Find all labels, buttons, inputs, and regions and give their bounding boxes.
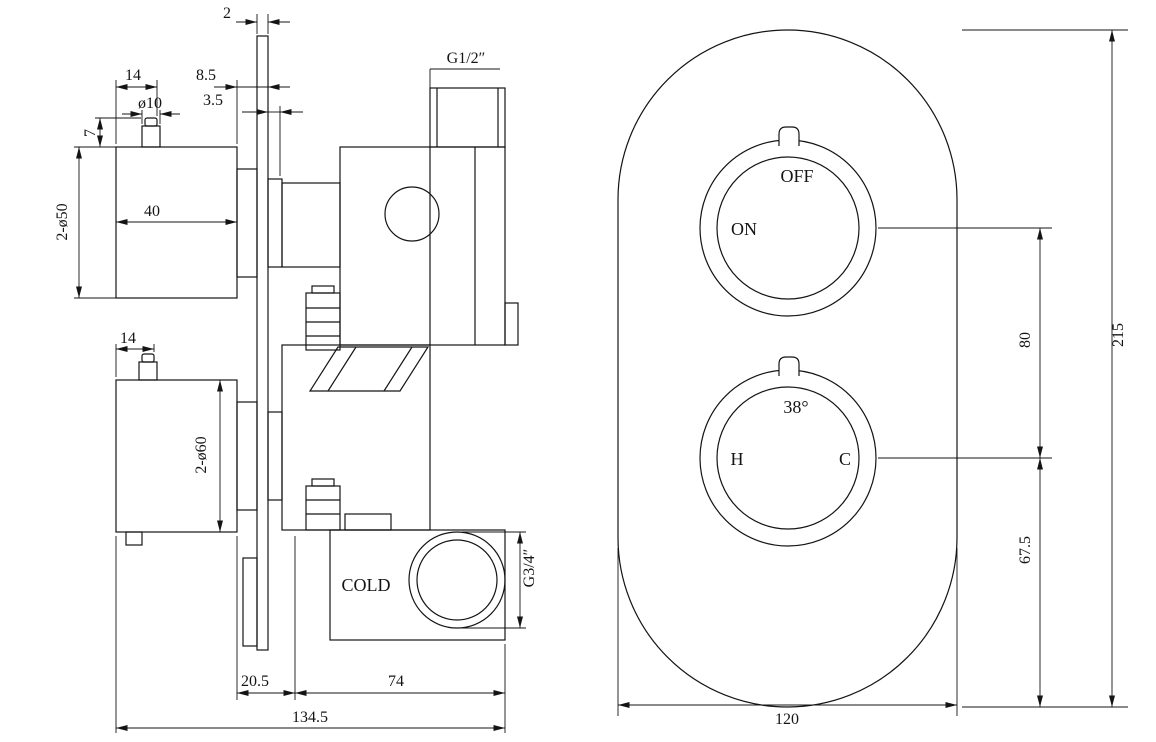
thread-label-bottom: G3/4″ <box>521 549 538 588</box>
dim-handle-depth-40: 40 <box>144 203 160 220</box>
front-view-dimensions <box>617 29 1128 716</box>
bottom-outlet-port <box>408 531 506 629</box>
dim-stem-diameter: ø10 <box>138 95 162 112</box>
front-view <box>617 29 958 708</box>
dim-knob-diameter-60: 2-ø60 <box>193 436 210 473</box>
thread-label-top: G1/2″ <box>447 50 486 67</box>
knob-hot-label: H <box>731 449 744 469</box>
piston-detail <box>384 186 440 242</box>
dim-8-5: 8.5 <box>196 67 216 84</box>
dim-20-5: 20.5 <box>241 673 269 690</box>
top-knob <box>699 126 877 317</box>
dim-bottom-offset: 67.5 <box>1017 536 1034 564</box>
knob-temperature-label: 38° <box>783 397 808 417</box>
knob-cold-label: C <box>839 449 851 469</box>
dim-top-stem-offset: 14 <box>125 67 141 84</box>
dim-knob-spacing: 80 <box>1017 332 1034 348</box>
top-handle <box>115 117 283 299</box>
dim-3-5: 3.5 <box>203 92 223 109</box>
knob-off-label: OFF <box>780 166 813 186</box>
valve-body <box>281 87 519 641</box>
diverter-passage <box>308 346 430 392</box>
side-view <box>115 35 519 651</box>
dim-overall-width: 120 <box>775 711 799 728</box>
bottom-knob-indicator-tab <box>778 356 800 376</box>
dim-stem-height: 7 <box>82 129 99 137</box>
dim-overall-height: 215 <box>1110 323 1127 347</box>
side-view-dimensions <box>74 14 526 733</box>
knob-on-label: ON <box>731 219 757 239</box>
top-knob-indicator-tab <box>778 126 800 146</box>
wall-plate <box>242 35 269 651</box>
dim-74: 74 <box>388 673 404 690</box>
side-view-labels: 2 14 8.5 3.5 ø10 7 2-ø50 40 G1/2″ 14 2-ø… <box>54 5 538 726</box>
dim-knob-diameter-50: 2-ø50 <box>54 203 71 240</box>
bottom-knob <box>699 356 877 547</box>
dim-bottom-stem-offset: 14 <box>120 330 136 347</box>
dim-plate-thickness: 2 <box>223 5 231 22</box>
cold-inlet-label: COLD <box>342 575 391 595</box>
front-view-labels: OFF ON 38° H C 80 215 67.5 120 <box>731 166 1128 728</box>
dim-overall-depth: 134.5 <box>292 709 328 726</box>
